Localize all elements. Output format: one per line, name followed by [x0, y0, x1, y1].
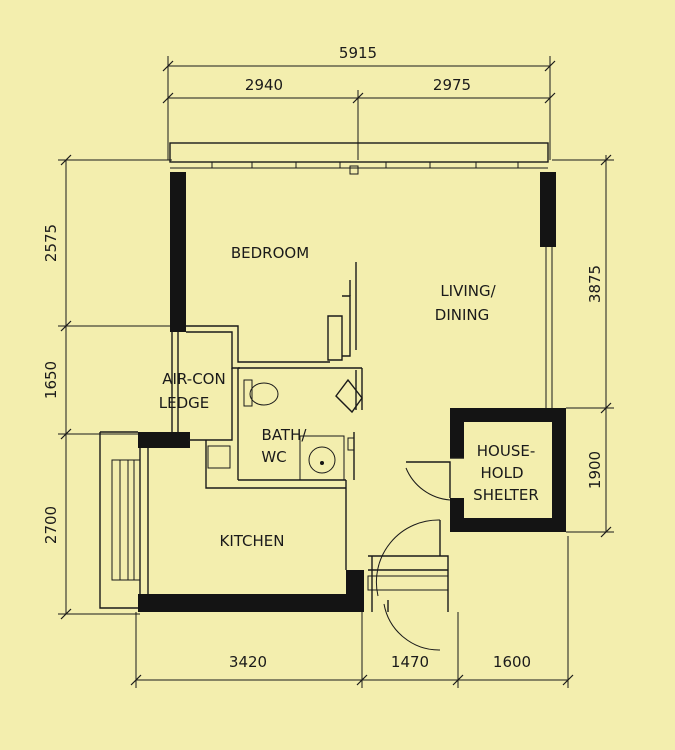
dim-bottom-2: 1470: [391, 653, 429, 671]
label-living: LIVING/: [440, 282, 496, 300]
label-kitchen: KITCHEN: [220, 532, 285, 550]
label-shelter-3: SHELTER: [473, 486, 539, 504]
dim-top-total: 5915: [339, 44, 377, 62]
interior-walls: [99, 262, 464, 651]
dim-left-2: 1650: [42, 361, 60, 399]
dim-right-1: 3875: [586, 265, 604, 303]
left-dimensions: 2575 1650 2700: [42, 154, 172, 620]
dim-left-3: 2700: [42, 506, 60, 544]
label-aircon: AIR-CON: [162, 370, 225, 388]
top-window: [169, 142, 549, 175]
label-shelter-1: HOUSE-: [477, 442, 535, 460]
room-labels: BEDROOM LIVING/ DINING AIR-CON LEDGE BAT…: [159, 244, 539, 550]
dim-left-1: 2575: [42, 224, 60, 262]
label-dining: DINING: [435, 306, 489, 324]
top-dimensions: 5915 2940 2975: [162, 44, 556, 160]
label-bedroom: BEDROOM: [231, 244, 309, 262]
dim-bottom-1: 3420: [229, 653, 267, 671]
label-bath: BATH/: [262, 426, 308, 444]
right-dimensions: 3875 1900: [552, 154, 614, 538]
dim-bottom-3: 1600: [493, 653, 531, 671]
label-shelter-2: HOLD: [481, 464, 524, 482]
dim-top-right: 2975: [433, 76, 471, 94]
bottom-dimensions: 3420 1470 1600: [130, 536, 574, 688]
dim-top-left: 2940: [245, 76, 283, 94]
label-wc: WC: [261, 448, 286, 466]
structural-walls: [138, 172, 566, 612]
living-window: [545, 247, 553, 408]
label-ledge: LEDGE: [159, 394, 210, 412]
dim-right-2: 1900: [586, 451, 604, 489]
